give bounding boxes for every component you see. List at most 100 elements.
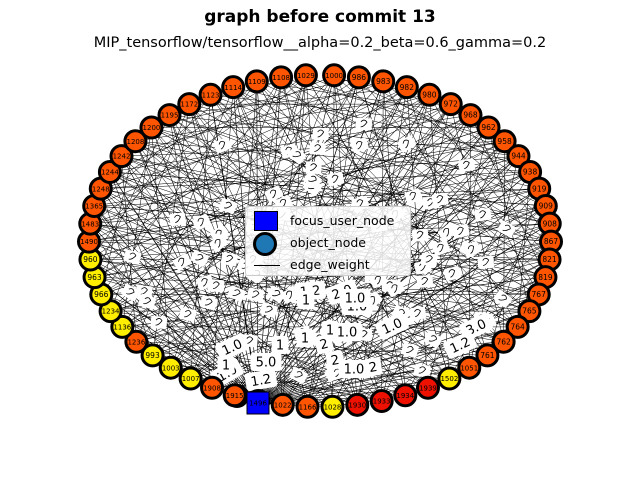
- edge-label-box: [355, 117, 373, 131]
- edge-line: [110, 75, 335, 312]
- edge-line: [136, 341, 488, 356]
- edge-label-glyph: [360, 119, 368, 128]
- edge-label-glyph: [143, 297, 152, 305]
- edge-label-glyph: [218, 140, 226, 150]
- edge-line: [93, 205, 213, 388]
- edge-label-glyph: [269, 189, 277, 199]
- edge-label-glyph: [197, 217, 204, 227]
- edge-label-glyph: [292, 151, 301, 158]
- edge-line: [190, 94, 211, 379]
- object-node-label: 1502: [440, 375, 458, 383]
- object-node-label: 765: [522, 307, 537, 316]
- edge-label-box: [397, 135, 416, 153]
- object-node: 1109: [244, 69, 269, 94]
- edge-label-glyph: [155, 318, 163, 326]
- edge-label-box: [220, 252, 239, 267]
- object-node: 764: [505, 314, 530, 339]
- edge-label-box: [386, 280, 405, 297]
- edge-label-box: [321, 321, 339, 339]
- object-node-label: 966: [94, 290, 109, 299]
- edge-label-glyph: [310, 163, 318, 171]
- edge-label-box: [123, 249, 142, 265]
- edge-label-glyph: [128, 252, 137, 260]
- edge-label-glyph: [428, 335, 438, 342]
- object-node-label: 1114: [224, 84, 242, 92]
- object-node-circle: [369, 388, 394, 413]
- edge-label-box: [250, 353, 282, 371]
- edge-line: [94, 75, 307, 278]
- object-node-circle: [295, 394, 320, 419]
- edge-line: [233, 86, 550, 260]
- object-node: 1934: [393, 383, 418, 408]
- edge-line: [100, 188, 470, 368]
- edge-label-box: [350, 137, 369, 153]
- object-node-circle: [437, 366, 462, 391]
- edge-weight-label: 2: [330, 353, 341, 369]
- object-node-label: 1109: [248, 78, 266, 86]
- edge-weight-label: 1: [302, 294, 310, 309]
- object-node-circle: [198, 82, 223, 107]
- edge-label-glyph: [391, 284, 398, 293]
- object-node-circle: [417, 82, 442, 107]
- edge-label-box: [431, 192, 449, 207]
- object-node-label: 968: [463, 111, 478, 120]
- edge-label-box: [432, 240, 451, 257]
- edge-line: [90, 103, 451, 224]
- edge-line: [90, 75, 307, 224]
- object-node-label: 972: [444, 100, 459, 109]
- edge-line: [109, 171, 429, 388]
- object-node: 1007: [178, 366, 203, 391]
- legend-item-edge: edge_weight: [246, 255, 410, 275]
- edge-line-icon: [254, 265, 280, 266]
- edge-label-box: [375, 312, 409, 340]
- object-node-circle: [244, 69, 269, 94]
- edge-label-box: [218, 198, 238, 214]
- object-node-label: 1028: [324, 403, 342, 411]
- object-node-circle: [140, 343, 165, 368]
- object-node-circle: [506, 144, 531, 169]
- object-node-label: 960: [83, 255, 98, 264]
- object-circle-icon: [253, 232, 277, 256]
- edge-weight-label: 1.0: [337, 326, 358, 341]
- edge-label-glyph: [374, 275, 381, 285]
- edge-label-glyph: [317, 129, 325, 138]
- object-node: 1200: [139, 115, 164, 140]
- object-node-circle: [322, 63, 347, 88]
- edge-line: [169, 114, 259, 404]
- edge-label-glyph: [414, 309, 421, 318]
- edge-line: [110, 310, 470, 368]
- edge-label-box: [404, 188, 423, 205]
- object-node-label: 761: [480, 351, 495, 360]
- edge-line: [90, 140, 505, 224]
- object-node-label: 982: [400, 83, 415, 92]
- edge-label-glyph: [360, 330, 368, 338]
- edge-label-box: [150, 315, 168, 329]
- edge-label-glyph: [502, 224, 511, 232]
- object-node-label: 938: [523, 168, 538, 177]
- object-node: 980: [417, 82, 442, 107]
- edge-label-glyph: [251, 290, 260, 298]
- object-node-circle: [97, 159, 122, 184]
- edge-line: [94, 205, 470, 368]
- object-node: 1939: [415, 375, 440, 400]
- object-node: 1028: [320, 394, 345, 419]
- edge-line: [169, 114, 550, 260]
- object-node-circle: [109, 144, 134, 169]
- edge-label-box: [138, 293, 157, 310]
- object-node: 1123: [198, 82, 223, 107]
- object-node-label: 819: [538, 273, 553, 282]
- legend: focus_user_node object_node edge_weight: [245, 206, 411, 276]
- edge-line: [450, 103, 552, 242]
- object-node-label: 1172: [180, 101, 198, 109]
- object-node-circle: [346, 65, 371, 90]
- edge-weight-label: 1.0: [344, 363, 365, 378]
- edge-line: [233, 86, 519, 157]
- object-node-label: 1123: [202, 91, 220, 99]
- edge-label-box: [303, 171, 322, 189]
- edge-line: [101, 141, 136, 295]
- edge-label-box: [462, 241, 482, 258]
- object-node-label: 909: [539, 202, 554, 211]
- object-node-label: 1483: [81, 220, 99, 228]
- edge-weight-label: 1: [301, 332, 309, 347]
- edge-label-glyph: [213, 281, 220, 290]
